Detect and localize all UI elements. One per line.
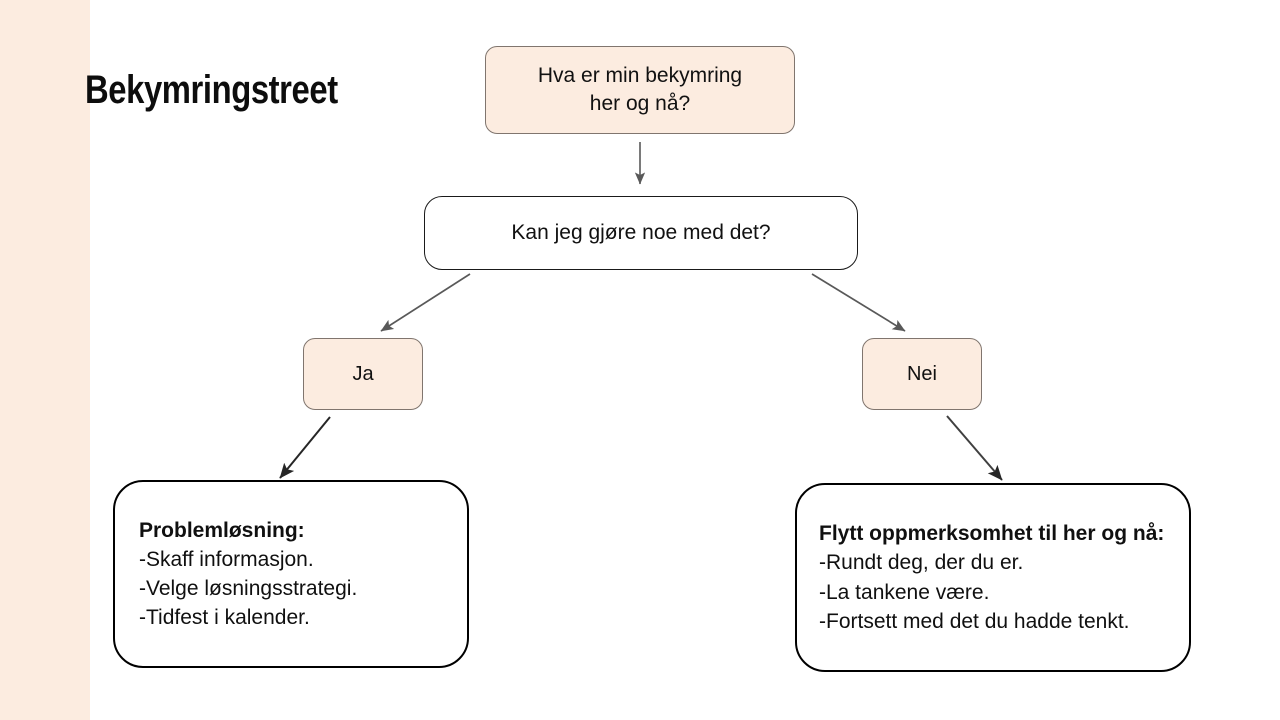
problem-solving-item-1: -Skaff informasjon.: [139, 548, 314, 571]
node-worry-text: Hva er min bekymring her og nå?: [538, 62, 742, 118]
connector-question-to-no: [811, 273, 906, 332]
node-worry-line-1: Hva er min bekymring: [537, 64, 743, 87]
node-yes-label: Ja: [352, 362, 374, 385]
node-worry-line-2: her og nå?: [589, 92, 691, 115]
node-no[interactable]: Nei: [862, 338, 982, 410]
node-decision-question[interactable]: Kan jeg gjøre noe med det?: [424, 196, 858, 270]
problem-solving-heading: Problemløsning:: [139, 519, 305, 542]
node-no-label: Nei: [906, 362, 937, 385]
connector-no-to-shift-attention: [946, 415, 1003, 481]
problem-solving-item-3: -Tidfest i kalender.: [139, 606, 310, 629]
problem-solving-body: Problemløsning: -Skaff informasjon. -Vel…: [139, 516, 357, 632]
shift-attention-item-1: -Rundt deg, der du er.: [819, 551, 1024, 574]
node-decision-label: Kan jeg gjøre noe med det?: [511, 221, 771, 244]
node-shift-attention[interactable]: Flytt oppmerksomhet til her og nå: -Rund…: [795, 483, 1191, 672]
shift-attention-item-3: -Fortsett med det du hadde tenkt.: [819, 610, 1130, 633]
node-problem-solving[interactable]: Problemløsning: -Skaff informasjon. -Vel…: [113, 480, 469, 668]
connector-yes-to-problem-solving: [279, 416, 331, 479]
node-yes[interactable]: Ja: [303, 338, 423, 410]
node-worry-question[interactable]: Hva er min bekymring her og nå?: [485, 46, 795, 134]
shift-attention-heading: Flytt oppmerksomhet til her og nå:: [819, 521, 1165, 545]
shift-attention-body: Flytt oppmerksomhet til her og nå: -Rund…: [819, 519, 1164, 637]
shift-attention-item-2: -La tankene være.: [819, 580, 990, 604]
connector-question-to-yes: [380, 273, 471, 332]
page-title: Bekymringstreet: [85, 68, 338, 112]
sidebar-accent-band: [0, 0, 90, 720]
problem-solving-item-2: -Velge løsningsstrategi.: [139, 577, 358, 600]
